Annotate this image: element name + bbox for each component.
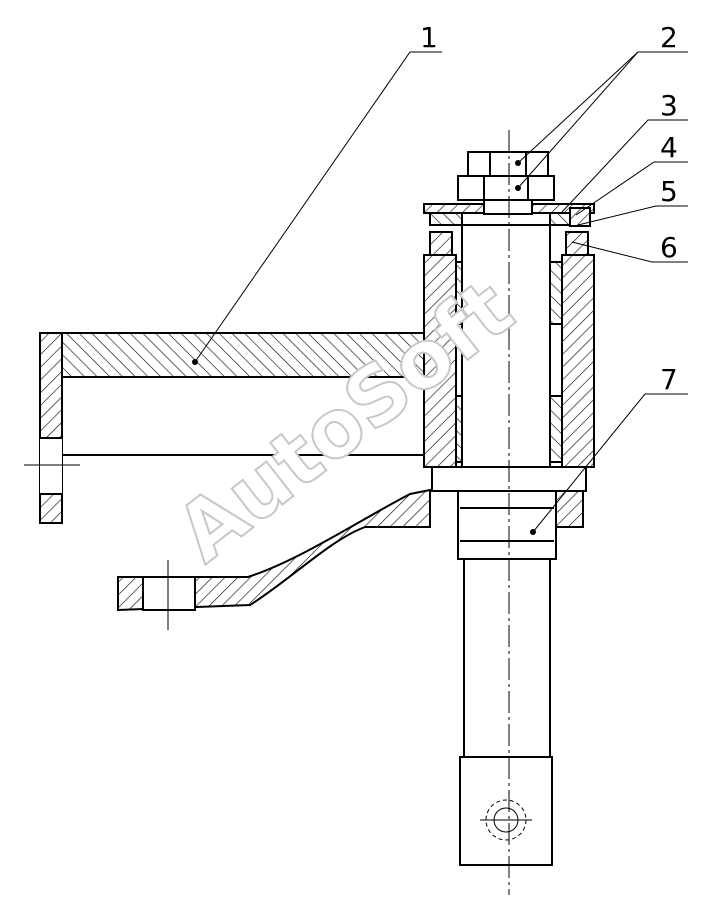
nut-stack — [423, 151, 595, 227]
label-part-2: 2 — [660, 21, 678, 54]
label-part-5: 5 — [660, 175, 678, 208]
label-part-4: 4 — [660, 131, 678, 164]
label-part-6: 6 — [660, 231, 678, 264]
bracket-part — [24, 332, 425, 524]
label-part-1: 1 — [420, 21, 438, 54]
label-part-3: 3 — [660, 89, 678, 122]
leader-lines — [192, 51, 688, 535]
label-part-7: 7 — [660, 363, 678, 396]
kingpin — [457, 224, 557, 866]
